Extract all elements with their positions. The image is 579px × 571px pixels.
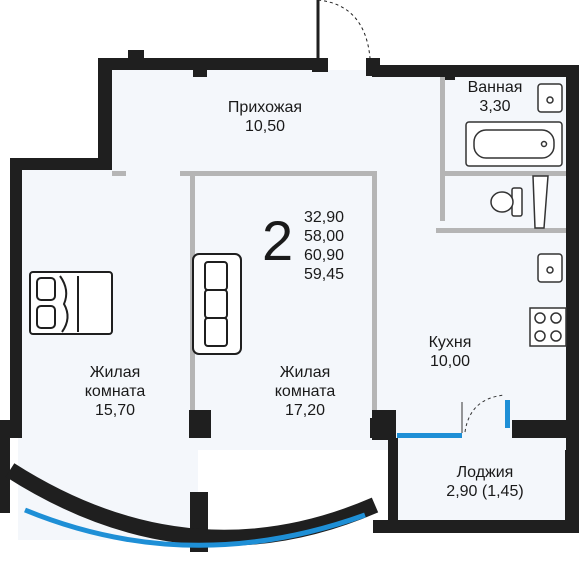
room-name: Кухня: [428, 334, 472, 351]
area-value: 59,45: [304, 266, 345, 283]
toilet-icon: [490, 187, 523, 217]
partition-wall-shower: [532, 175, 549, 229]
bay-wall: [5, 463, 379, 546]
room-area: 10,00: [429, 353, 471, 370]
room-area: 10,50: [244, 118, 286, 135]
area-value: 60,90: [304, 247, 345, 264]
room-name: Жилая: [279, 364, 331, 381]
room-label-loggia: Лоджия 2,90 (1,45): [415, 463, 555, 501]
double-bed-icon: [29, 271, 113, 335]
room-area: 3,30: [479, 98, 511, 115]
room-name: Лоджия: [456, 464, 514, 481]
loggia-door-swing-icon: [461, 394, 506, 433]
area-summary: 32,90 58,00 60,90 59,45: [304, 208, 344, 284]
bay-glazing: [24, 507, 366, 548]
room-area: 15,70: [94, 402, 136, 419]
room-area: 2,90 (1,45): [446, 483, 524, 500]
door-swing-icon: [316, 0, 371, 59]
room-label-kitchen: Кухня 10,00: [400, 333, 500, 371]
area-value: 32,90: [304, 209, 345, 226]
area-value: 58,00: [304, 228, 345, 245]
washbasin-icon: [537, 83, 563, 113]
sofa-icon: [192, 253, 242, 355]
room-label-living1: Жилая комната 15,70: [55, 363, 175, 420]
wall-columns: [128, 50, 455, 440]
bathtub-icon: [465, 121, 563, 167]
room-label-hallway: Прихожая 10,50: [205, 98, 325, 136]
room-label-living2: Жилая комната 17,20: [245, 363, 365, 420]
room-name: Ванная: [467, 79, 523, 96]
kitchen-washbasin-icon: [537, 253, 563, 283]
room-area: 17,20: [284, 402, 326, 419]
room-name: Жилая: [89, 364, 141, 381]
loggia-glazing: [397, 400, 510, 438]
room-name-2: комната: [274, 383, 336, 400]
room-count: 2: [262, 209, 294, 272]
room-name-2: комната: [84, 383, 146, 400]
stove-icon: [529, 307, 567, 347]
room-name: Прихожая: [227, 99, 303, 116]
room-label-bathroom: Ванная 3,30: [450, 78, 540, 116]
